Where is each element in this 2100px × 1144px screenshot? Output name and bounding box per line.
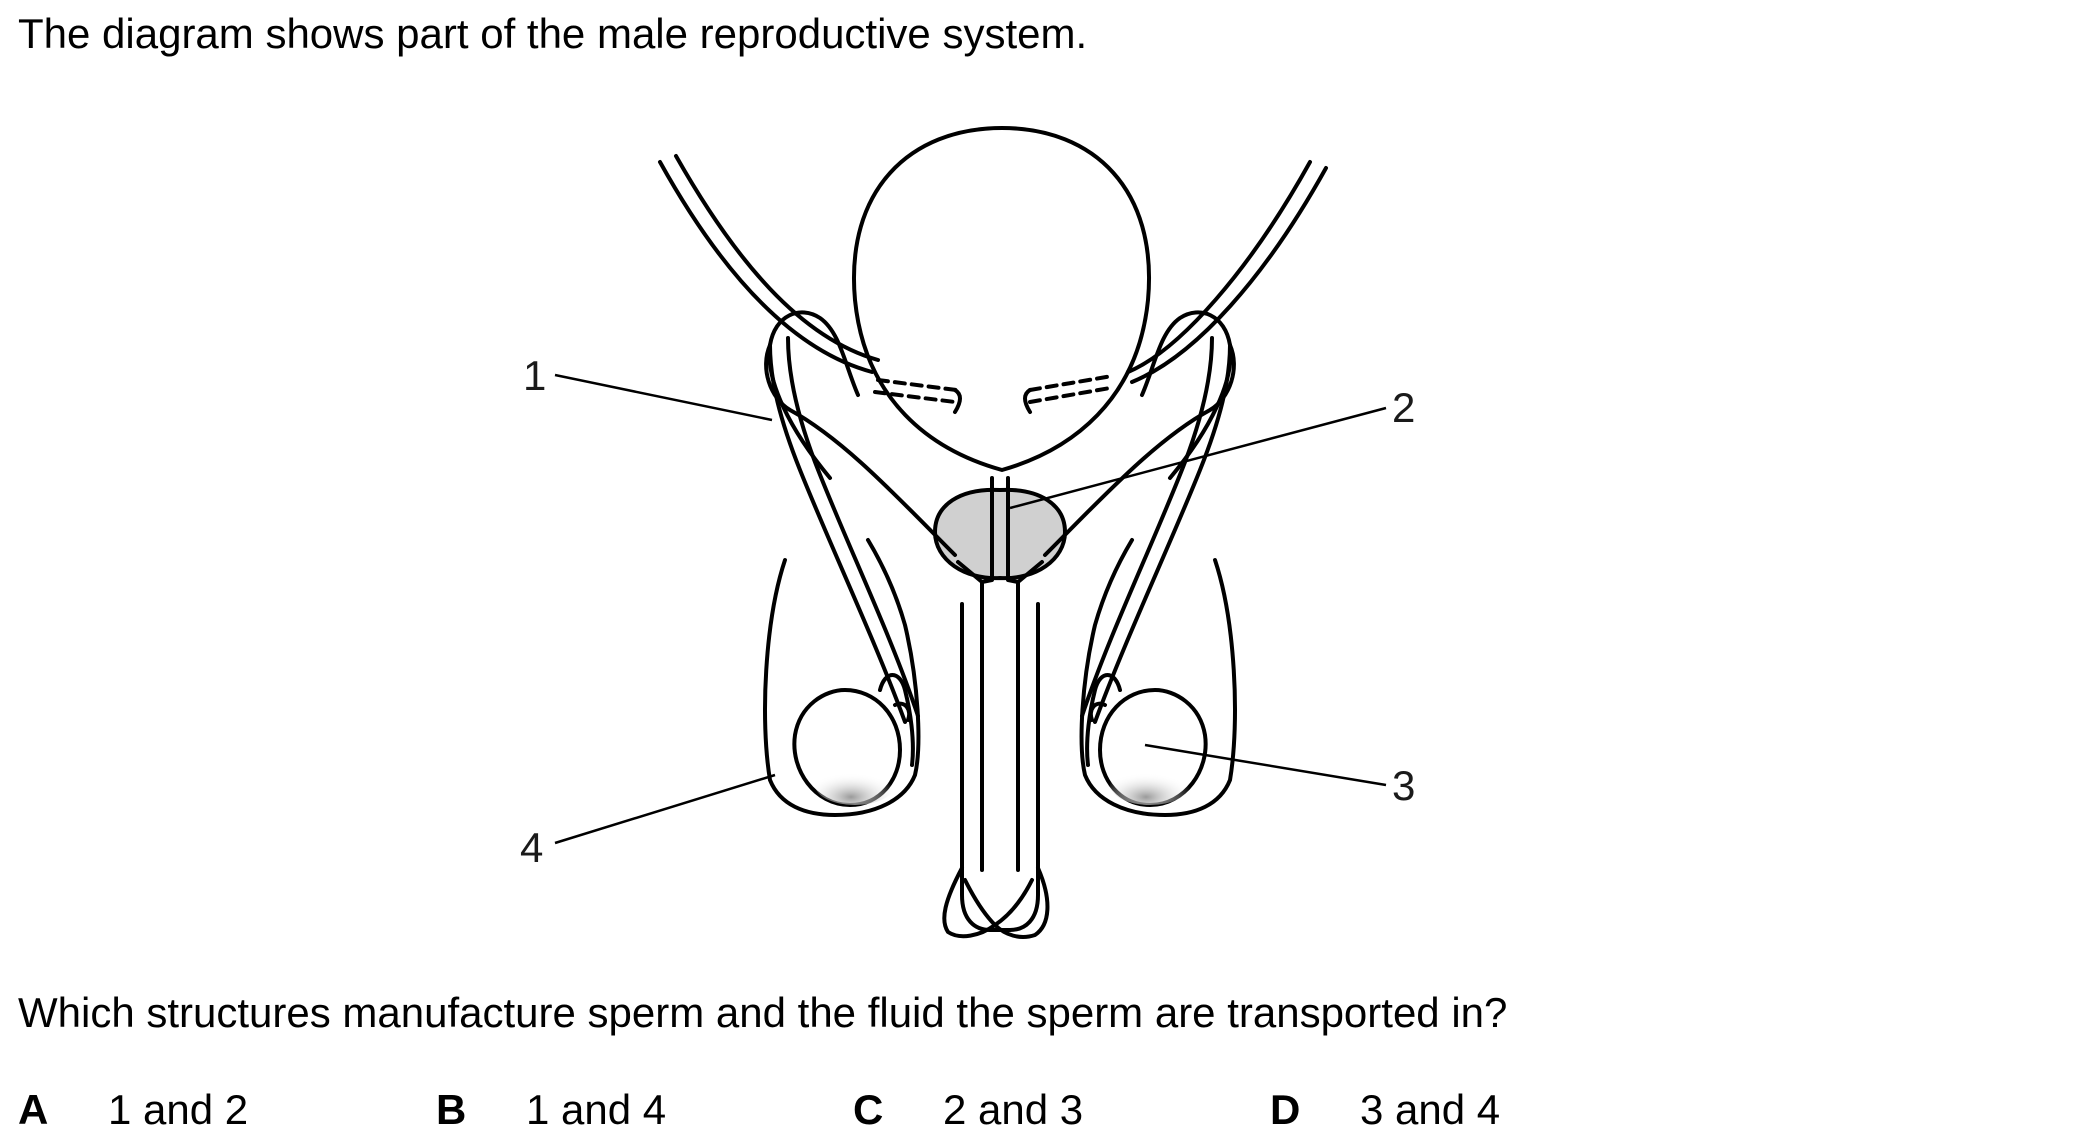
ureter-right <box>1126 160 1312 374</box>
label-line-1 <box>554 373 773 422</box>
epididymis-right <box>1085 673 1122 767</box>
option-letter: C <box>853 1086 884 1133</box>
answer-options: A 1 and 2 B 1 and 4 C 2 and 3 D 3 and 4 <box>18 1082 2078 1138</box>
option-letter: D <box>1270 1086 1301 1133</box>
ureter-right-outer <box>1130 166 1328 384</box>
sperm-duct-right-outer <box>1140 310 1233 480</box>
urethra-right <box>1006 476 1020 872</box>
testis-left <box>792 688 902 807</box>
ureter-left <box>658 160 874 374</box>
question-text: Which structures manufacture sperm and t… <box>18 989 1508 1036</box>
option-text: 1 and 2 <box>108 1086 249 1133</box>
ureter-entry-right <box>1028 374 1114 404</box>
scrotum-left <box>763 538 921 817</box>
scrotum-right <box>1079 538 1237 817</box>
option-letter: A <box>18 1086 49 1133</box>
sperm-duct-left-outer <box>767 310 860 480</box>
label-line-4 <box>554 773 776 845</box>
label-line-2 <box>1009 406 1387 510</box>
ureter-left-outer <box>674 154 880 362</box>
urethra-left <box>980 476 994 872</box>
label-2: 2 <box>1392 384 1415 431</box>
option-letter: B <box>436 1086 467 1133</box>
option-text: 3 and 4 <box>1360 1086 1501 1133</box>
intro-text: The diagram shows part of the male repro… <box>18 10 1088 57</box>
ureter-entry-left <box>873 378 958 404</box>
option-text: 1 and 4 <box>526 1086 667 1133</box>
sperm-duct-right-loop <box>1043 343 1236 557</box>
sperm-duct-left-loop <box>764 343 957 557</box>
label-4: 4 <box>520 824 543 871</box>
label-3: 3 <box>1392 762 1415 809</box>
bladder <box>852 126 1151 472</box>
label-line-3 <box>1144 743 1387 787</box>
epididymis-left <box>878 673 915 767</box>
option-text: 2 and 3 <box>943 1086 1084 1133</box>
label-1: 1 <box>523 352 546 399</box>
prostate-gland <box>933 487 1067 581</box>
penis <box>960 602 1040 932</box>
